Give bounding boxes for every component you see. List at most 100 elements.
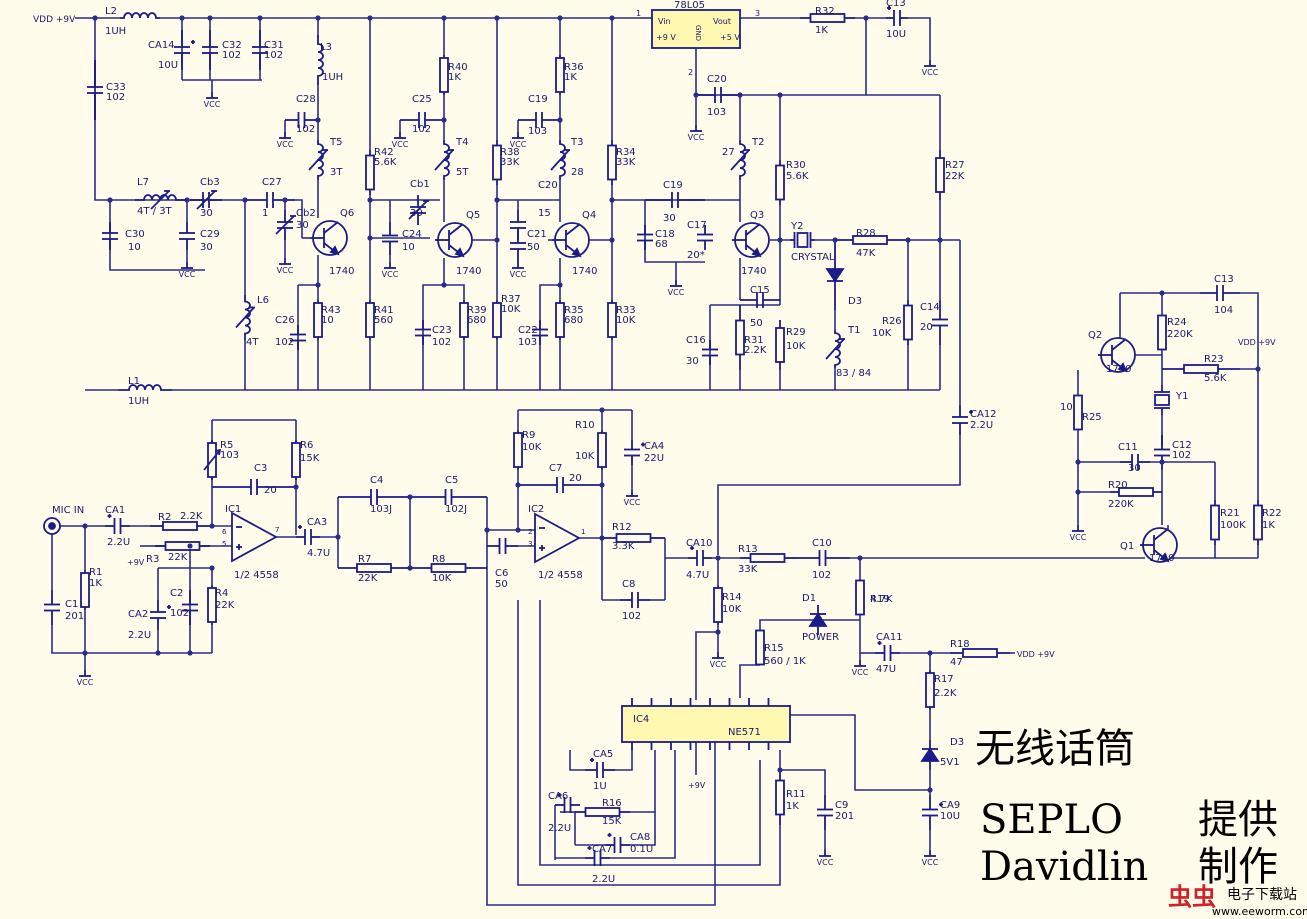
- capacitor-c31: [252, 30, 268, 70]
- wire: [644, 200, 705, 263]
- label-ca5: CA5: [593, 749, 613, 760]
- label-ca3v: 4.7U: [307, 548, 330, 559]
- label-c31: C31: [264, 40, 284, 51]
- vcc-label: VCC: [852, 668, 869, 677]
- label-t1: T1: [847, 325, 860, 336]
- capacitor-c30: [102, 222, 118, 250]
- junction-dot: [905, 237, 911, 243]
- vcc-ground-symbol: [1072, 525, 1084, 532]
- wire: [539, 600, 761, 866]
- vind-arrow-t3: [550, 149, 570, 171]
- wire: [295, 199, 303, 238]
- label-t2: T2: [751, 137, 764, 148]
- label-ca14v: 10U: [158, 60, 178, 71]
- label-c20a: C20: [538, 180, 558, 191]
- label-r4: R4: [215, 588, 228, 599]
- label-c32v: 102: [222, 50, 241, 61]
- label-c19v: 30: [663, 213, 676, 224]
- label-r15: R15: [764, 643, 784, 654]
- capacitor-ca10: [688, 550, 712, 566]
- junction-dot: [282, 197, 288, 203]
- label-c22: C22: [518, 325, 538, 336]
- wire: [790, 714, 930, 791]
- label-r19v: 4.7K: [870, 594, 893, 605]
- junction-dot: [315, 282, 321, 288]
- transistor-q5: [435, 222, 473, 258]
- label-c18v: 68: [655, 239, 668, 250]
- regulator-pin3-label: 3: [755, 9, 760, 18]
- title-cn: 无线话筒: [975, 726, 1135, 772]
- mic-in-label: MIC IN: [52, 505, 84, 516]
- resistor-r42: [365, 150, 375, 195]
- label-l2: L2: [105, 6, 117, 17]
- label-ca12: CA12: [970, 409, 997, 420]
- label-r3: R3: [146, 554, 159, 565]
- capacitor-c18: [637, 225, 653, 250]
- capacitor-c9: [817, 795, 833, 830]
- label-c25: C25: [412, 94, 432, 105]
- label-y2v: CRYSTAL: [791, 252, 835, 263]
- vcc-label: VCC: [382, 270, 399, 279]
- label-l1v: 1UH: [128, 396, 149, 407]
- label-d3a: D3: [848, 296, 862, 307]
- label-l3v: 1UH: [322, 72, 343, 83]
- label-t2v: 27: [722, 147, 735, 158]
- label-c14v: 20: [920, 322, 933, 333]
- ic1-pin7-label: 7: [275, 526, 279, 534]
- wire: [444, 284, 465, 300]
- vcc-label: VCC: [922, 858, 939, 867]
- made-cn: 制作: [1198, 844, 1278, 890]
- vcc-label: VCC: [277, 140, 294, 149]
- transistor-q6: [310, 220, 348, 256]
- label-c27: C27: [262, 177, 282, 188]
- vcc-label: VCC: [510, 140, 527, 149]
- capacitor-ca6: [555, 797, 580, 813]
- label-q5v: 1740: [456, 266, 481, 277]
- vcap-arrow-cb3: [196, 190, 217, 210]
- capacitor-ca3: [296, 529, 320, 545]
- parts: [43, 6, 1263, 866]
- label-c2v: 102: [170, 608, 189, 619]
- watermark-site-cn: 电子下载站: [1227, 887, 1297, 903]
- junction-dot: [441, 282, 447, 288]
- label-r43: R43: [321, 305, 341, 316]
- ecap-plus-ca9: [939, 802, 943, 807]
- junction-dot: [207, 15, 213, 21]
- ecap-plus-ca7: [587, 846, 592, 850]
- junction-dot: [82, 650, 88, 656]
- label-r6v: 15K: [300, 453, 320, 464]
- label-r33v: 10K: [616, 315, 636, 326]
- resistor-r1: [80, 570, 90, 610]
- vcc-ground-symbol: [79, 670, 91, 677]
- capacitor-cb3: [190, 192, 222, 208]
- plus9v-label: +9V: [127, 558, 145, 567]
- wire: [779, 750, 826, 795]
- watermark-url: www.eeworm.com: [1212, 905, 1307, 918]
- junction-dot: [777, 237, 783, 243]
- vind-arrow-l7: [150, 190, 170, 210]
- junction-dot: [293, 484, 299, 490]
- regulator-vin-label: Vin: [658, 17, 671, 26]
- label-r11v: 1K: [786, 801, 799, 812]
- vcc-label: VCC: [179, 270, 196, 279]
- label-r26: R26: [882, 316, 902, 327]
- resistor-r24: [1157, 314, 1167, 351]
- junction-dot: [863, 15, 869, 21]
- label-c17v: 20*: [687, 250, 705, 261]
- watermark-logo-glyphs: 虫虫: [1168, 883, 1216, 911]
- ic1-type-label: 1/2 4558: [234, 570, 279, 581]
- author-name: SEPLO: [980, 797, 1123, 843]
- label-r38v: 33K: [500, 157, 520, 168]
- wire: [630, 812, 656, 846]
- junction-dot: [242, 197, 248, 203]
- label-q5: Q5: [466, 210, 480, 221]
- capacitor-c24: [382, 222, 398, 255]
- pot-arrow-r5: [203, 448, 222, 471]
- label-c30v: 10: [128, 242, 141, 253]
- label-q6: Q6: [340, 208, 354, 219]
- label-r14v: 10K: [722, 604, 742, 615]
- capacitor-ca2: [150, 600, 166, 630]
- junction-dot: [107, 197, 113, 203]
- junction-dot: [609, 237, 615, 243]
- vcc-ground-symbol: [206, 92, 218, 99]
